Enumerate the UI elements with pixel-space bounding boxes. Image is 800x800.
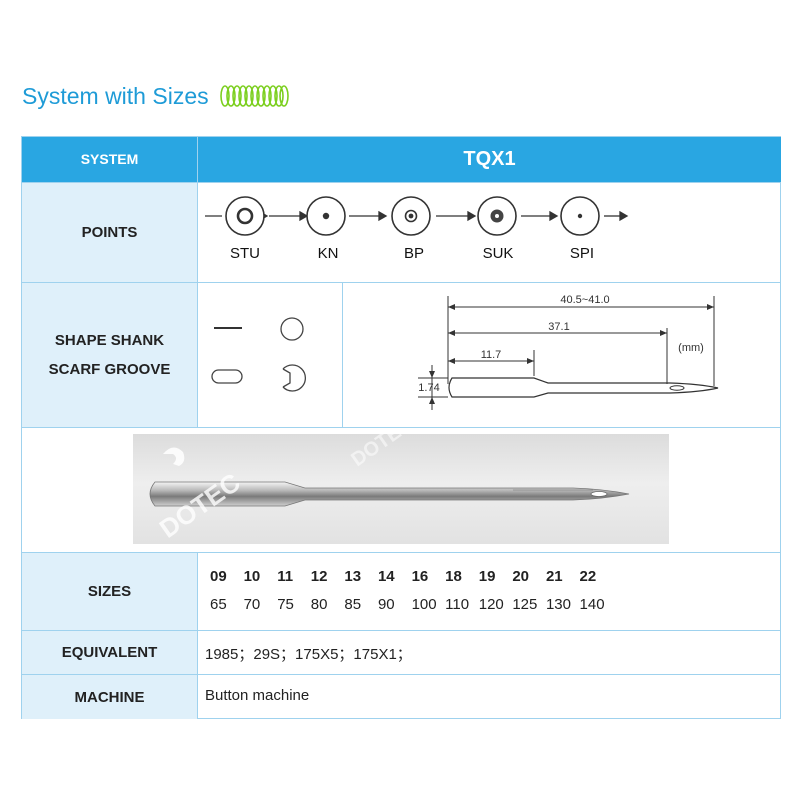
size-singer-value: 13 <box>344 568 362 585</box>
sizes-metric-row: 65 70 75 80 85 90 100 110 120 125 130 140 <box>210 596 613 613</box>
shank-label: SHAPE SHANK SCARF GROOVE <box>22 283 198 428</box>
size-singer-value: 10 <box>243 568 261 585</box>
size-singer-value: 16 <box>411 568 429 585</box>
size-singer-value: 11 <box>277 568 294 585</box>
equivalent-cell <box>198 631 781 675</box>
sizes-cell <box>198 553 781 631</box>
page-title: System with Sizes <box>22 82 209 109</box>
size-metric-value: 110 <box>445 596 470 613</box>
size-metric-value: 120 <box>478 596 504 613</box>
size-metric-value: 130 <box>545 596 571 613</box>
size-metric-value: 140 <box>579 596 605 613</box>
size-singer-value: 09 <box>210 568 227 585</box>
page-heading: System with Sizes <box>22 80 291 112</box>
sizes-label: SIZES <box>22 553 198 631</box>
machine-label: MACHINE <box>22 675 198 719</box>
watermark-text-faint: DOTEC <box>347 434 417 471</box>
size-metric-value: 70 <box>243 596 261 613</box>
size-singer-value: 20 <box>512 568 530 585</box>
system-header-label: SYSTEM <box>22 137 198 183</box>
size-metric-value: 80 <box>310 596 328 613</box>
points-label: POINTS <box>22 183 198 283</box>
needle-drawing-cell <box>343 283 781 428</box>
point-label-suk: SUK <box>482 245 514 262</box>
size-singer-value: 21 <box>545 568 563 585</box>
spec-table: SYSTEM TQX1 POINTS SHAPE SHANK SCARF GRO… <box>21 136 781 719</box>
size-metric-value: 65 <box>210 596 227 613</box>
size-singer-value: 19 <box>478 568 496 585</box>
size-singer-value: 14 <box>377 568 395 585</box>
system-header-value: TQX1 <box>198 137 781 183</box>
shank-label-line1: SHAPE SHANK <box>54 332 165 349</box>
size-singer-value: 12 <box>310 568 328 585</box>
size-metric-value: 125 <box>512 596 538 613</box>
sizes-singer-row: 09 10 11 12 13 14 16 18 19 20 21 22 <box>210 568 613 585</box>
shank-shapes-cell <box>198 283 343 428</box>
point-label-bp: BP <box>403 245 424 262</box>
shank-label-line2: SCARF GROOVE <box>48 361 171 378</box>
needle-photo: DOTEC DOTEC <box>133 413 669 544</box>
photo-cell <box>22 428 781 553</box>
size-metric-value: 100 <box>411 596 437 613</box>
equivalent-value: 1985；29S；175X5；175X1； <box>205 646 412 663</box>
size-metric-value: 75 <box>277 596 294 613</box>
size-metric-value: 85 <box>344 596 362 613</box>
point-label-kn: KN <box>317 245 339 262</box>
point-label-spi: SPI <box>569 245 595 262</box>
size-singer-value: 18 <box>445 568 462 585</box>
equivalent-label: EQUIVALENT <box>22 631 198 675</box>
machine-value: Button machine <box>205 687 310 704</box>
size-metric-value: 90 <box>377 596 395 613</box>
dotec-logo-icon <box>163 447 185 466</box>
points-cell <box>198 183 781 283</box>
spring-icon <box>219 85 289 107</box>
size-singer-value: 22 <box>579 568 597 585</box>
point-label-stu: STU <box>230 245 260 262</box>
